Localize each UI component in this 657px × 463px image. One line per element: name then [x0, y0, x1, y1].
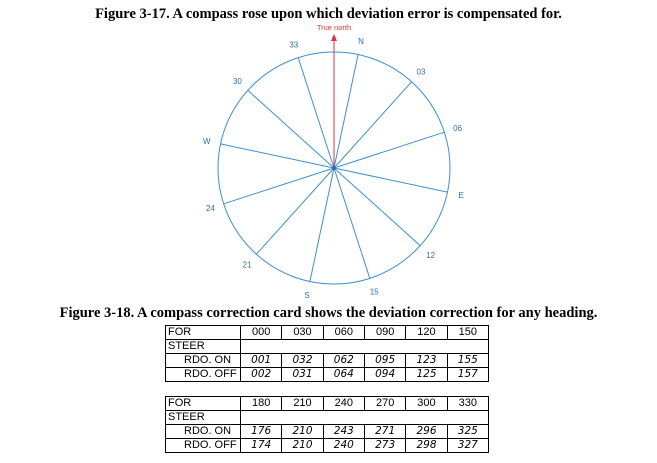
heading-cell: 270 — [363, 396, 407, 411]
rdo-on-value: 210 — [281, 424, 324, 439]
compass-spoke — [333, 54, 359, 169]
compass-rose: N 03 06E 12 15 S 21 24 W 30 33 True north — [203, 23, 464, 300]
heading-cell: 300 — [405, 396, 448, 411]
compass-heading-label: E — [459, 191, 464, 200]
steer-row: STEER — [165, 410, 489, 425]
steer-empty-cell — [240, 410, 489, 425]
compass-heading-label: N — [358, 37, 364, 46]
for-label: FOR — [165, 396, 241, 411]
heading-cell: 240 — [322, 396, 365, 411]
compass-spoke — [223, 167, 335, 205]
heading-cell: 120 — [405, 325, 448, 340]
rdo-on-row: RDO. ON 001 032 062 095 123 155 — [165, 353, 490, 368]
compass-spoke — [333, 167, 421, 246]
compass-spoke — [333, 167, 371, 279]
rdo-on-value: 001 — [239, 353, 283, 368]
compass-spoke — [256, 167, 335, 255]
rdo-off-value: 240 — [322, 438, 365, 453]
rdo-off-value: 031 — [281, 367, 324, 382]
steer-label: STEER — [165, 410, 241, 425]
compass-heading-label: 21 — [243, 261, 252, 270]
compass-heading-label: 24 — [206, 204, 215, 213]
steer-row: STEER — [165, 339, 489, 354]
rdo-on-value: 271 — [363, 424, 407, 439]
compass-heading-label: 03 — [417, 67, 426, 76]
heading-cell: 090 — [363, 325, 407, 340]
for-row: FOR 000 030 060 090 120 150 — [165, 325, 490, 340]
compass-heading-label: 30 — [233, 77, 242, 86]
rdo-on-value: 176 — [239, 424, 283, 439]
heading-cell: 330 — [446, 396, 490, 411]
compass-spoke — [220, 143, 335, 169]
true-north-arrowhead — [331, 34, 337, 41]
compass-spoke — [333, 131, 445, 169]
compass-heading-label: W — [203, 137, 211, 146]
rdo-off-row: RDO. OFF 174 210 240 273 298 327 — [165, 438, 490, 453]
rdo-on-row: RDO. ON 176 210 243 271 296 325 — [165, 424, 490, 439]
rdo-off-value: 210 — [281, 438, 324, 453]
for-row: FOR 180 210 240 270 300 330 — [165, 396, 490, 411]
compass-correction-card-2: FOR 180 210 240 270 300 330 STEER RDO. O… — [165, 396, 490, 453]
figure-3-18-caption: Figure 3-18. A compass correction card s… — [59, 305, 598, 321]
rdo-off-label: RDO. OFF — [165, 367, 241, 382]
compass-spoke — [297, 57, 335, 169]
heading-cell: 150 — [446, 325, 490, 340]
compass-spoke — [309, 167, 335, 282]
rdo-off-label: RDO. OFF — [165, 438, 241, 453]
compass-heading-label: S — [304, 291, 309, 300]
true-north-label: True north — [317, 23, 351, 32]
figure-3-17-caption: Figure 3-17. A compass rose upon which d… — [95, 6, 562, 22]
heading-cell: 030 — [281, 325, 324, 340]
rdo-off-row: RDO. OFF 002 031 064 094 125 157 — [165, 367, 490, 382]
rdo-off-value: 125 — [405, 367, 448, 382]
compass-spoke — [247, 90, 335, 169]
rdo-on-value: 243 — [322, 424, 365, 439]
rdo-off-value: 174 — [239, 438, 283, 453]
heading-cell: 180 — [239, 396, 283, 411]
rdo-off-value: 327 — [446, 438, 490, 453]
for-label: FOR — [165, 325, 241, 340]
heading-cell: 060 — [322, 325, 365, 340]
rdo-on-value: 123 — [405, 353, 448, 368]
rdo-off-value: 064 — [322, 367, 365, 382]
compass-heading-label: 15 — [370, 288, 379, 297]
rdo-on-value: 155 — [446, 353, 490, 368]
rdo-on-value: 296 — [405, 424, 448, 439]
heading-cell: 210 — [281, 396, 324, 411]
heading-cell: 000 — [239, 325, 283, 340]
rdo-on-label: RDO. ON — [165, 424, 241, 439]
steer-empty-cell — [240, 339, 489, 354]
compass-heading-label: 06 — [453, 124, 462, 133]
compass-spoke — [333, 81, 412, 169]
rdo-on-label: RDO. ON — [165, 353, 241, 368]
rdo-on-value: 325 — [446, 424, 490, 439]
rdo-off-value: 298 — [405, 438, 448, 453]
rdo-off-value: 002 — [239, 367, 283, 382]
rdo-on-value: 062 — [322, 353, 365, 368]
compass-rose-labels: N 03 06E 12 15 S 21 24 W 30 33 — [203, 37, 464, 300]
compass-spoke — [333, 167, 448, 193]
compass-heading-label: 12 — [426, 251, 435, 260]
rdo-off-value: 273 — [363, 438, 407, 453]
rdo-off-value: 157 — [446, 367, 490, 382]
compass-heading-label: 33 — [289, 40, 298, 49]
compass-rose-spokes — [220, 54, 448, 282]
steer-label: STEER — [165, 339, 241, 354]
rdo-on-value: 032 — [281, 353, 324, 368]
compass-center-dot — [332, 166, 336, 170]
compass-correction-card-1: FOR 000 030 060 090 120 150 STEER RDO. O… — [165, 325, 490, 382]
rdo-on-value: 095 — [363, 353, 407, 368]
rdo-off-value: 094 — [363, 367, 407, 382]
